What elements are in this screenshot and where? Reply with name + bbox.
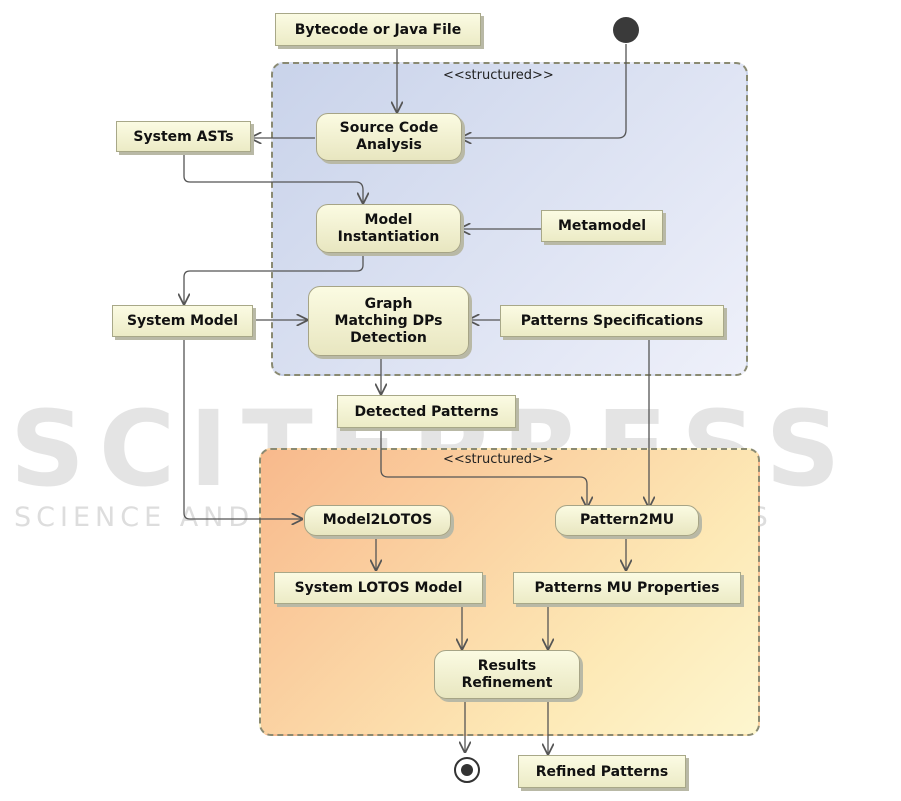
object-system-model: System Model [112, 305, 253, 337]
object-bytecode-or-java-file: Bytecode or Java File [275, 13, 481, 46]
action-source-code-analysis: Source Code Analysis [316, 113, 462, 161]
object-detected-patterns: Detected Patterns [337, 395, 516, 428]
action-results-refinement: Results Refinement [434, 650, 580, 699]
object-system-asts: System ASTs [116, 121, 251, 152]
structured-stereotype-top: <<structured>> [443, 68, 554, 83]
initial-node [613, 17, 639, 43]
object-refined-patterns: Refined Patterns [518, 755, 686, 788]
action-pattern2mu: Pattern2MU [555, 505, 699, 536]
action-model-instantiation: Model Instantiation [316, 204, 461, 253]
action-graph-matching-dps-detection: Graph Matching DPs Detection [308, 286, 469, 356]
object-system-lotos-model: System LOTOS Model [274, 572, 483, 604]
edge-detected-to-pattern2mu [380, 427, 587, 507]
object-patterns-mu-properties: Patterns MU Properties [513, 572, 741, 604]
object-metamodel: Metamodel [541, 210, 663, 242]
object-patterns-specifications: Patterns Specifications [500, 305, 724, 337]
structured-stereotype-bottom: <<structured>> [443, 452, 554, 467]
edge-asts-to-instantiation [183, 152, 363, 203]
edge-instantiation-to-systemmodel [184, 252, 364, 304]
edge-systemmodel-to-model2lotos [183, 336, 302, 519]
final-node-inner [461, 764, 473, 776]
action-model2lotos: Model2LOTOS [304, 505, 451, 536]
edge-initial-to-analysis [461, 44, 627, 138]
